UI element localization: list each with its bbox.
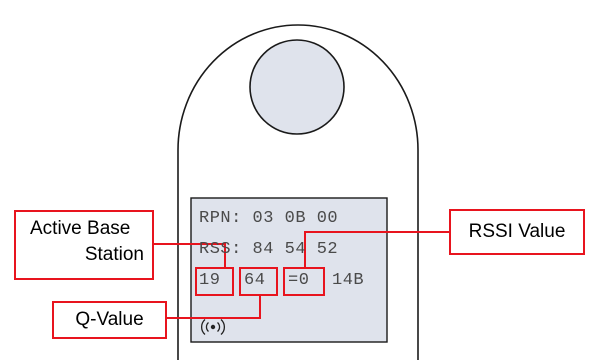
radio-waves-icon — [201, 319, 225, 335]
rssi-value-connector — [304, 231, 450, 268]
base-station-highlight — [195, 267, 234, 296]
lcd-value-q: 64 — [244, 271, 266, 290]
device-lens — [249, 39, 345, 135]
active-base-station-callout: Active Base Station — [14, 210, 154, 280]
lcd-value-rssi: =0 — [288, 271, 310, 290]
q-value-highlight — [239, 267, 278, 296]
rssi-value-highlight — [283, 267, 325, 296]
q-value-connector — [165, 296, 261, 319]
lcd-value-base-station: 19 — [199, 271, 221, 290]
active-base-station-connector — [152, 243, 226, 268]
q-value-label: Q-Value — [75, 309, 144, 330]
lcd-line-rpn: RPN: 03 0B 00 — [199, 209, 339, 228]
q-value-callout: Q-Value — [52, 301, 167, 339]
active-base-station-label-line1: Active Base — [30, 218, 131, 239]
rssi-value-callout: RSSI Value — [449, 209, 585, 255]
rssi-value-label: RSSI Value — [468, 221, 566, 242]
active-base-station-label-line2: Station — [84, 244, 144, 265]
lcd-line-rss: RSS: 84 54 52 — [199, 240, 339, 259]
lcd-value-extra: 14B — [332, 271, 365, 290]
